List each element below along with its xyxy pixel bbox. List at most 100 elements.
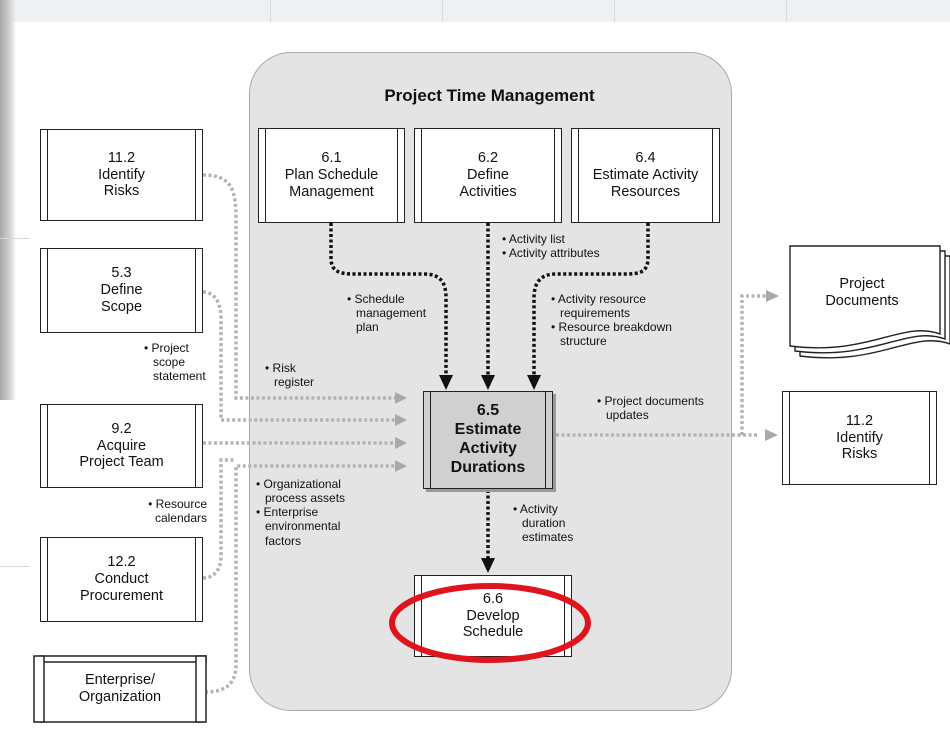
annotation-line: calendars: [154, 511, 207, 526]
documents-label: Documents: [825, 292, 899, 309]
annotation-line: environmental: [265, 519, 341, 534]
process-label: Procurement: [79, 587, 163, 604]
annotation-line: updates: [606, 408, 649, 423]
annotation-project-documents-updates: • Project documents updates: [597, 394, 704, 422]
background-line: [0, 566, 30, 567]
background-divider: [442, 0, 615, 22]
process-define-activities[interactable]: 6.2 Define Activities: [414, 128, 562, 223]
process-identify-risks-output[interactable]: 11.2 Identify Risks: [782, 391, 937, 485]
process-label: Scope: [100, 298, 143, 315]
annotation-line: duration: [522, 516, 566, 531]
annotation-line: management: [356, 306, 427, 321]
annotation-line: • Activity attributes: [502, 246, 600, 261]
window-edge-shadow: [0, 0, 16, 400]
process-id: 9.2: [111, 420, 132, 437]
process-id: 12.2: [107, 554, 136, 571]
annotation-line: register: [274, 375, 315, 390]
annotation-line: • Schedule: [347, 292, 405, 306]
highlight-ellipse: [389, 583, 591, 663]
annotation-line: • Resource breakdown: [551, 320, 672, 335]
annotation-line: • Activity: [513, 502, 558, 516]
arrowhead: [766, 290, 779, 302]
process-label: Durations: [450, 458, 526, 476]
annotation-opa-eef: • Organizational process assets • Enterp…: [256, 477, 345, 548]
process-id: 6.6: [482, 590, 504, 607]
annotation-line: requirements: [560, 306, 631, 321]
connector-conduct-procurement: [202, 458, 234, 580]
process-estimate-activity-resources[interactable]: 6.4 Estimate Activity Resources: [571, 128, 720, 223]
annotation-line: • Activity resource: [551, 292, 646, 306]
connector-define-scope: [202, 290, 395, 422]
annotation-activity-resource-requirements: • Activity resource requirements • Resou…: [551, 292, 672, 349]
process-label: Estimate: [454, 421, 522, 439]
arrowhead: [481, 375, 495, 390]
arrowhead: [481, 558, 495, 573]
arrowhead: [395, 392, 407, 404]
process-define-scope[interactable]: 5.3 Define Scope: [40, 248, 203, 333]
background-divider: [270, 0, 443, 22]
arrowhead: [439, 375, 453, 390]
annotation-line: estimates: [522, 530, 574, 545]
process-label: Project Team: [79, 454, 164, 471]
process-id: 6.2: [477, 150, 499, 167]
background-line: [0, 238, 30, 239]
annotation-line: • Activity list: [502, 232, 565, 246]
process-label: Plan Schedule: [284, 167, 379, 184]
process-label: Define: [100, 282, 143, 299]
connector-to-documents: [740, 294, 768, 436]
annotation-line: • Project documents: [597, 394, 704, 408]
arrowhead: [395, 460, 407, 472]
annotation-activity-list: • Activity list • Activity attributes: [502, 232, 600, 260]
annotation-line: • Resource: [148, 497, 207, 511]
background-strip: [0, 0, 950, 22]
annotation-line: statement: [153, 369, 206, 384]
process-label: Activities: [459, 183, 517, 200]
process-conduct-procurement[interactable]: 12.2 Conduct Procurement: [40, 537, 203, 622]
process-acquire-project-team[interactable]: 9.2 Acquire Project Team: [40, 404, 203, 488]
process-estimate-activity-durations[interactable]: 6.5 Estimate Activity Durations: [423, 391, 553, 489]
process-plan-schedule-management[interactable]: 6.1 Plan Schedule Management: [258, 128, 405, 223]
background-divider: [0, 0, 271, 22]
annotation-line: • Risk: [265, 361, 296, 375]
process-id: 11.2: [107, 149, 136, 166]
annotation-activity-duration-estimates: • Activity duration estimates: [513, 502, 573, 544]
arrowhead: [527, 375, 541, 390]
connector-schedule-plan: [329, 223, 448, 376]
annotation-line: structure: [560, 334, 607, 349]
annotation-resource-calendars: • Resource calendars: [134, 497, 207, 525]
process-id: 6.1: [321, 150, 342, 167]
documents-label: Project: [839, 276, 885, 292]
arrowhead: [395, 414, 407, 426]
annotation-line: plan: [356, 320, 379, 335]
process-label: Develop: [466, 607, 520, 624]
enterprise-organization[interactable]: Enterprise/ Organization: [44, 672, 196, 706]
annotation-schedule-management-plan: • Schedule management plan: [347, 292, 426, 334]
annotation-line: process assets: [265, 491, 346, 506]
process-identify-risks-input[interactable]: 11.2 Identify Risks: [40, 129, 203, 221]
project-documents[interactable]: Project Documents: [797, 276, 927, 310]
annotation-project-scope-statement: • Project scope statement: [144, 341, 206, 383]
process-label: Management: [289, 183, 374, 200]
process-id: 6.4: [635, 150, 656, 167]
process-label: Estimate Activity: [592, 167, 699, 184]
annotation-line: factors: [265, 533, 302, 548]
process-label: Identify: [98, 166, 145, 183]
annotation-risk-register: • Risk register: [265, 361, 314, 389]
process-id: 11.2: [845, 412, 874, 429]
arrowhead: [765, 429, 778, 441]
process-label: Schedule: [462, 624, 524, 641]
annotation-line: • Enterprise: [256, 505, 319, 520]
process-label: Activity: [459, 440, 517, 457]
arrowhead: [395, 437, 407, 449]
annotation-line: scope: [153, 355, 186, 370]
process-label: Resources: [610, 183, 681, 200]
process-label: Acquire: [96, 437, 147, 454]
process-label: Define: [467, 167, 509, 184]
process-id: 6.5: [476, 402, 500, 420]
background-divider: [614, 0, 787, 22]
enterprise-label: Enterprise/: [84, 672, 156, 688]
process-label: Risks: [103, 183, 140, 200]
